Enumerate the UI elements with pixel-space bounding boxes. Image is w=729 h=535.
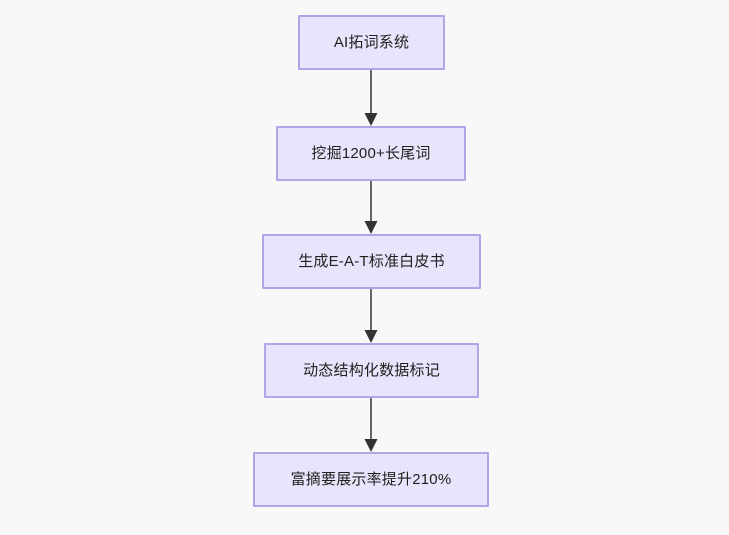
node-label: 动态结构化数据标记 bbox=[303, 361, 440, 379]
node-label: AI拓词系统 bbox=[333, 33, 410, 51]
arrowhead-1 bbox=[364, 113, 378, 126]
flowchart-node-ai-keyword-system[interactable]: AI拓词系统 bbox=[298, 15, 445, 70]
flowchart-node-mine-longtail-keywords[interactable]: 挖掘1200+长尾词 bbox=[276, 126, 466, 181]
edge-group-2 bbox=[364, 181, 378, 234]
arrowhead-4 bbox=[364, 439, 378, 452]
node-label: 挖掘1200+长尾词 bbox=[311, 144, 431, 162]
arrowhead-2 bbox=[364, 221, 378, 234]
arrowhead-3 bbox=[364, 330, 378, 343]
flowchart-node-generate-eat-whitepaper[interactable]: 生成E-A-T标准白皮书 bbox=[262, 234, 481, 289]
flowchart-node-rich-snippet-impression-lift[interactable]: 富摘要展示率提升210% bbox=[253, 452, 489, 507]
edge-group-4 bbox=[364, 398, 378, 452]
edge-group-1 bbox=[364, 70, 378, 126]
flowchart-node-dynamic-structured-data-markup[interactable]: 动态结构化数据标记 bbox=[264, 343, 479, 398]
edge-group-3 bbox=[364, 289, 378, 343]
node-label: 富摘要展示率提升210% bbox=[290, 470, 452, 488]
node-label: 生成E-A-T标准白皮书 bbox=[298, 252, 445, 270]
